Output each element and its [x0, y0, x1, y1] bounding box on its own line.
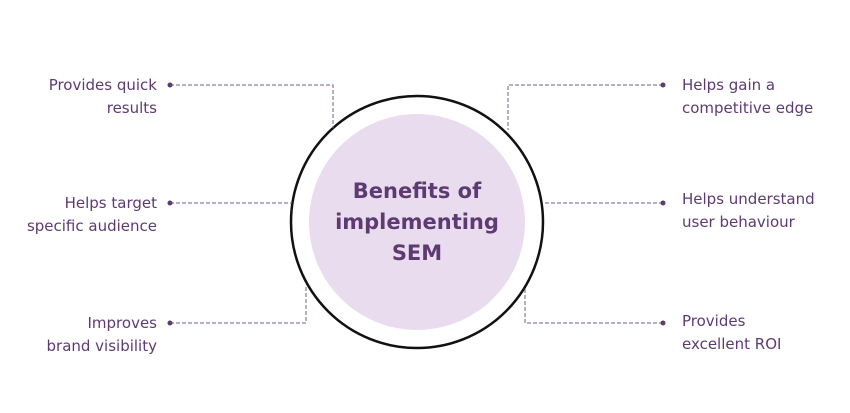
- center-title: Benefits of implementing SEM: [311, 176, 523, 269]
- inner-circle: [309, 114, 525, 330]
- benefit-right-top: Helps gain a competitive edge: [682, 74, 813, 120]
- benefit-right-mid-line-1: Helps understand: [682, 190, 815, 208]
- benefit-right-bottom-line-2: excellent ROI: [682, 335, 782, 353]
- benefit-left-mid-line-1: Helps target: [64, 194, 157, 212]
- benefit-left-top-line-2: results: [106, 99, 157, 117]
- benefit-left-top-line-1: Provides quick: [48, 76, 157, 94]
- connector-left-bottom: [170, 285, 307, 324]
- benefit-right-top-line-2: competitive edge: [682, 99, 814, 117]
- benefit-left-mid: Helps target specific audience: [27, 192, 157, 238]
- connector-left-top: [170, 84, 334, 128]
- benefit-left-top: Provides quick results: [49, 74, 157, 120]
- connector-dot-left-mid: [167, 200, 173, 206]
- center-title-line-2: implementing: [335, 210, 499, 234]
- connector-dot-right-top: [660, 82, 666, 88]
- benefit-right-mid: Helps understand user behaviour: [682, 188, 815, 234]
- connector-dot-left-bottom: [167, 320, 173, 326]
- benefit-left-bottom: Improves brand visibility: [47, 312, 158, 358]
- connector-right-bottom: [524, 288, 663, 324]
- center-title-line-3: SEM: [391, 241, 443, 265]
- benefit-right-bottom-line-1: Provides: [682, 312, 746, 330]
- connector-dot-right-mid: [660, 200, 666, 206]
- connector-dot-right-bottom: [660, 320, 666, 326]
- center-title-line-1: Benefits of: [352, 179, 482, 203]
- benefit-left-bottom-line-2: brand visibility: [46, 337, 158, 355]
- benefit-left-mid-line-2: specific audience: [26, 217, 157, 235]
- benefit-right-bottom: Provides excellent ROI: [682, 310, 781, 356]
- connector-dot-left-top: [167, 82, 173, 88]
- benefit-right-mid-line-2: user behaviour: [682, 213, 795, 231]
- connector-right-top: [507, 84, 663, 130]
- benefit-left-bottom-line-1: Improves: [87, 314, 158, 332]
- benefit-right-top-line-1: Helps gain a: [682, 76, 776, 94]
